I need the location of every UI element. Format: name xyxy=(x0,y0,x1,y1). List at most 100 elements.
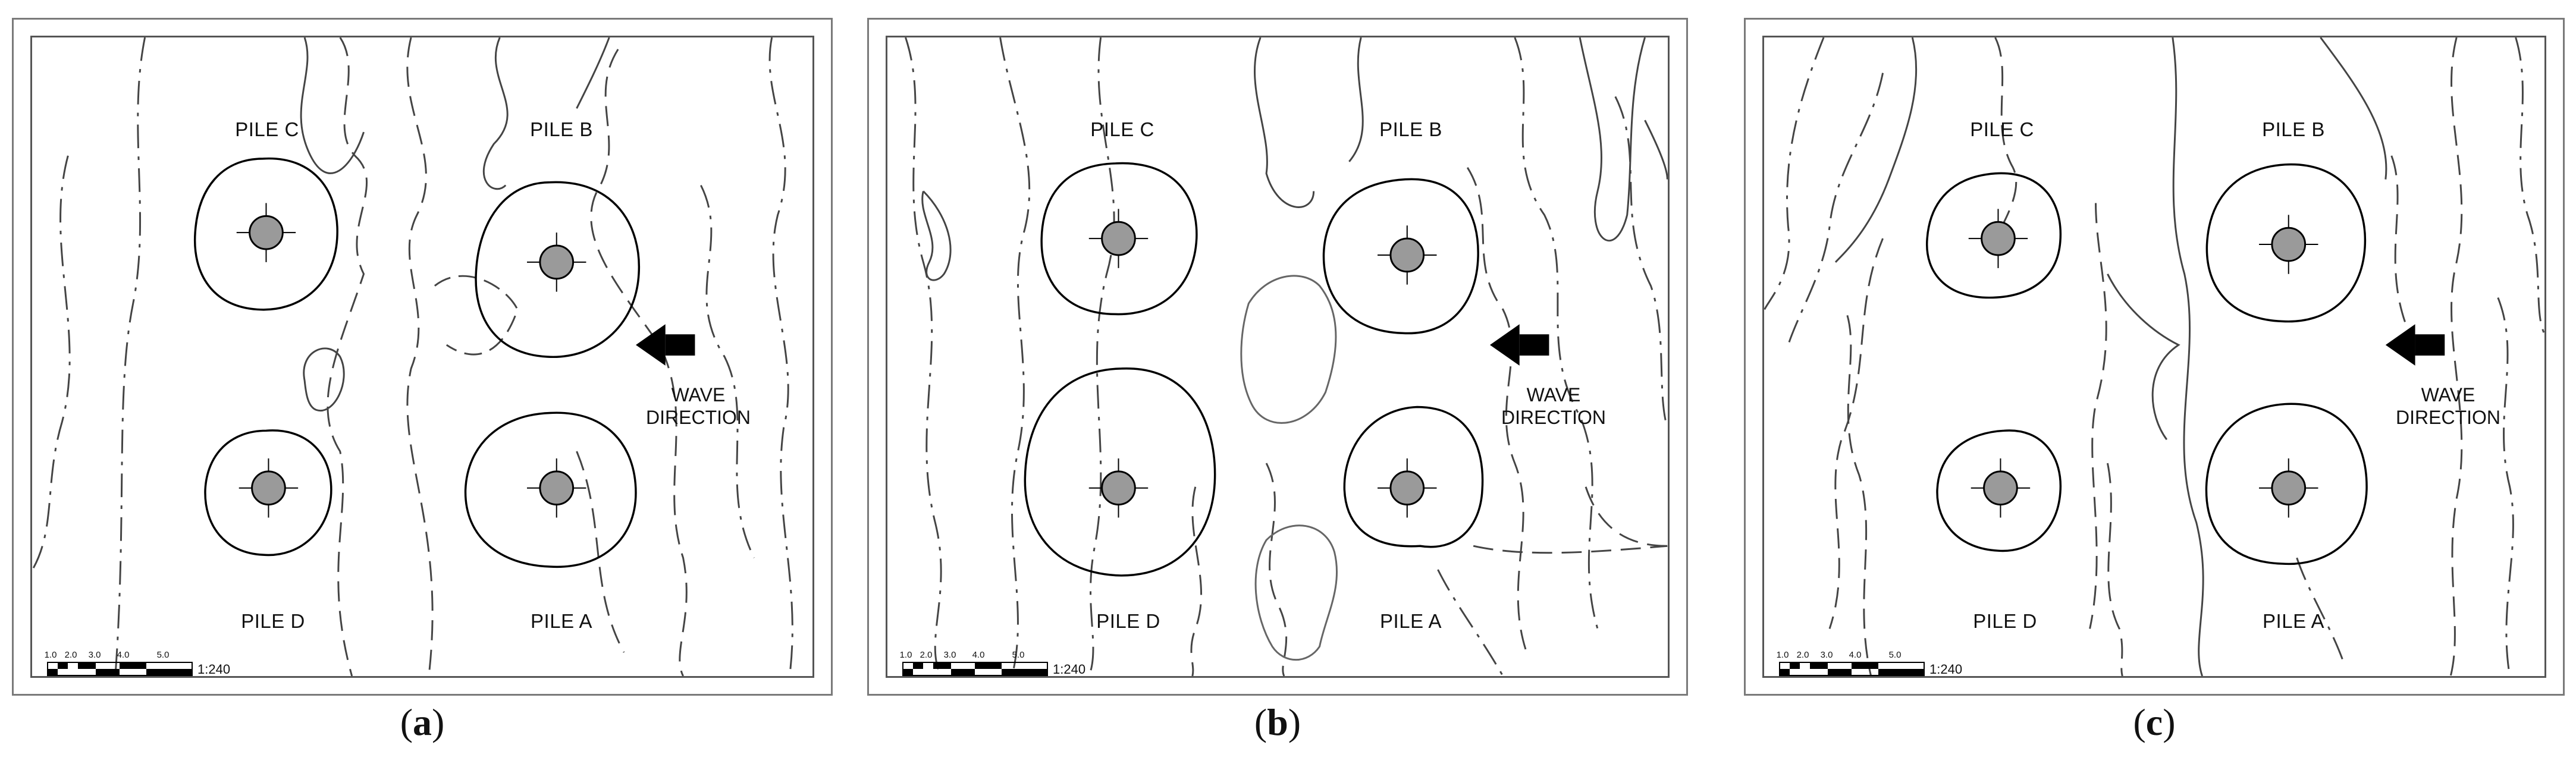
contour-line xyxy=(1764,37,1825,310)
contour-line xyxy=(303,347,345,412)
scale-tick: 5.0 xyxy=(1888,650,1902,660)
caption-b: (b) xyxy=(1254,700,1301,744)
contour-line xyxy=(1828,238,1884,629)
contour-line xyxy=(576,37,610,109)
scale-bar: 1.0 2.0 3.0 4.0 5.0 1:240 xyxy=(45,650,230,677)
contour-line xyxy=(434,275,519,356)
scour-contour-map-a xyxy=(32,37,793,676)
wave-direction-line1: WAVE xyxy=(2421,384,2475,406)
panel-a: PILE C PILE B PILE D PILE A WAVE DIRECTI… xyxy=(12,18,833,696)
scour-hole-contour-pile-c xyxy=(1040,162,1198,316)
scour-hole-contour-pile-a xyxy=(1343,406,1484,548)
scale-ratio: 1:240 xyxy=(1053,662,1086,677)
contour-line xyxy=(2107,274,2180,441)
pile-a-label: PILE A xyxy=(531,610,592,632)
contour-line xyxy=(700,184,755,558)
contour-line xyxy=(1514,37,1599,629)
caption-letter: a xyxy=(413,701,432,743)
contour-line xyxy=(32,155,71,570)
contour-line xyxy=(2449,37,2463,676)
pile-d-section xyxy=(1088,458,1149,518)
contour-line xyxy=(1190,486,1203,676)
scour-hole-contour-pile-d xyxy=(204,429,332,557)
scour-hole-contour-pile-a xyxy=(464,411,637,568)
wave-direction-label: WAVE DIRECTION xyxy=(2383,384,2514,429)
contour-line xyxy=(1265,463,1288,676)
contour-line xyxy=(300,37,365,174)
wave-direction-line2: DIRECTION xyxy=(1501,407,1606,428)
wave-direction-label: WAVE DIRECTION xyxy=(1488,384,1619,429)
caption-open: ( xyxy=(400,701,413,743)
scale-tick: 3.0 xyxy=(88,650,101,660)
contour-line xyxy=(2320,37,2387,180)
plan-view-c: PILE C PILE B PILE D PILE A WAVE DIRECTI… xyxy=(1762,36,2546,678)
pile-b-section xyxy=(527,232,586,292)
scale-tick: 1.0 xyxy=(1776,650,1789,660)
contour-line xyxy=(1787,73,1884,345)
scale-bar-graphic xyxy=(47,662,193,676)
panel-b: PILE C PILE B PILE D PILE A WAVE DIRECTI… xyxy=(867,18,1688,696)
contour-line xyxy=(1254,37,1315,208)
caption-open: ( xyxy=(2133,701,2146,743)
caption-close: ) xyxy=(2163,701,2176,743)
scour-hole-contour-pile-c xyxy=(1926,172,2062,299)
scale-tick: 4.0 xyxy=(1849,650,1862,660)
contour-line xyxy=(1254,524,1338,661)
scale-tick: 2.0 xyxy=(64,650,77,660)
pile-a-label: PILE A xyxy=(1380,610,1442,632)
pile-b-label: PILE B xyxy=(2262,118,2325,140)
pile-c-section xyxy=(236,203,296,262)
pile-d-section xyxy=(1971,458,2031,518)
pile-d-section xyxy=(239,458,299,518)
caption-close: ) xyxy=(432,701,445,743)
pile-a-section xyxy=(1378,458,1437,518)
contour-line xyxy=(2106,463,2123,676)
pile-d-label: PILE D xyxy=(241,610,305,632)
wave-direction-line2: DIRECTION xyxy=(2396,407,2500,428)
scour-hole-contour-pile-b xyxy=(2205,163,2367,323)
contour-line xyxy=(2296,557,2345,665)
pile-c-section xyxy=(1088,209,1149,268)
caption-a: (a) xyxy=(400,700,445,744)
scale-bar: 1.0 2.0 3.0 4.0 5.0 1:240 xyxy=(900,650,1085,677)
scale-ticks: 1.0 2.0 3.0 4.0 5.0 xyxy=(1776,650,1934,660)
pile-a-section xyxy=(2259,458,2318,518)
caption-close: ) xyxy=(1288,701,1301,743)
contour-line xyxy=(2172,37,2204,676)
contour-line xyxy=(1846,315,1872,676)
panel-c: PILE C PILE B PILE D PILE A WAVE DIRECTI… xyxy=(1744,18,2565,696)
contour-line xyxy=(1466,166,1528,653)
scour-contour-map-c xyxy=(1764,37,2544,676)
pile-a-section xyxy=(527,458,586,518)
contour-line xyxy=(1088,37,1115,676)
scale-tick: 4.0 xyxy=(972,650,985,660)
wave-direction-line1: WAVE xyxy=(1526,384,1581,406)
contour-line xyxy=(1988,37,2017,251)
wave-direction-arrow-icon xyxy=(1490,324,1549,366)
scale-tick: 4.0 xyxy=(117,650,130,660)
caption-letter: b xyxy=(1267,701,1288,743)
pile-a-label: PILE A xyxy=(2263,610,2324,632)
scale-tick: 2.0 xyxy=(920,650,933,660)
scour-hole-contour-pile-d xyxy=(1024,367,1216,577)
scour-hole-contour-pile-b xyxy=(1322,178,1479,335)
contour-line xyxy=(1614,96,1668,428)
pile-c-section xyxy=(1968,209,2028,268)
contour-line xyxy=(327,37,368,676)
contour-line xyxy=(2390,155,2410,334)
contour-line xyxy=(768,37,793,676)
pile-d-label: PILE D xyxy=(1973,610,2037,632)
contour-line xyxy=(1584,486,1668,547)
caption-c: (c) xyxy=(2133,700,2175,744)
contour-line xyxy=(1834,37,1918,263)
pile-b-section xyxy=(2259,215,2318,274)
scale-tick: 5.0 xyxy=(1012,650,1025,660)
plan-view-b: PILE C PILE B PILE D PILE A WAVE DIRECTI… xyxy=(886,36,1670,678)
pile-b-section xyxy=(1378,225,1437,285)
scour-contour-map-b xyxy=(905,37,1668,676)
pile-c-label: PILE C xyxy=(1090,118,1154,140)
contour-line xyxy=(2515,37,2544,334)
contour-line xyxy=(999,37,1031,676)
plan-view-a: PILE C PILE B PILE D PILE A WAVE DIRECTI… xyxy=(30,36,814,678)
wave-direction-line1: WAVE xyxy=(671,384,726,406)
